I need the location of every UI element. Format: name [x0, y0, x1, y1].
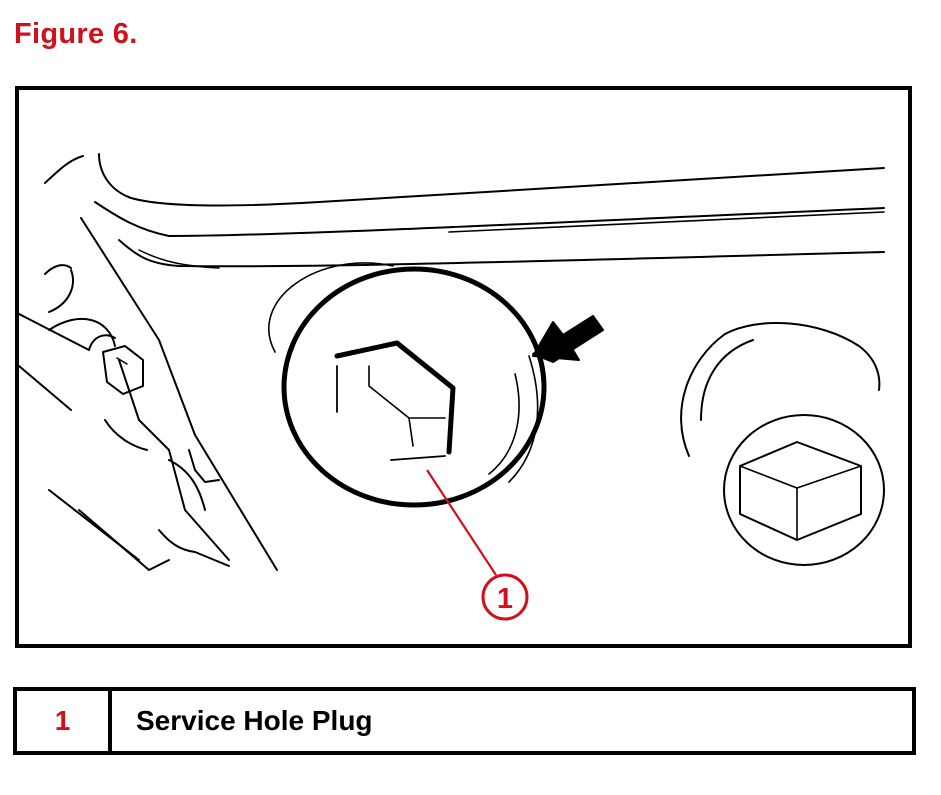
- chassis-left: [19, 217, 278, 571]
- bolt-right: [680, 321, 885, 566]
- hex-bolt-small: [102, 345, 144, 395]
- illustration-frame: [15, 86, 912, 648]
- line-drawing: [19, 153, 885, 571]
- frame-rail: [44, 153, 885, 269]
- hex-socket: [334, 340, 456, 455]
- service-hole-plug: [268, 262, 547, 508]
- figure-title: Figure 6.: [14, 18, 138, 50]
- legend-number: 1: [17, 691, 112, 751]
- legend-description: Service Hole Plug: [136, 705, 373, 736]
- hex-bolt-large: [739, 441, 862, 541]
- pointer-arrow-icon: [532, 315, 604, 363]
- legend-table: 1 Service Hole Plug: [13, 687, 916, 755]
